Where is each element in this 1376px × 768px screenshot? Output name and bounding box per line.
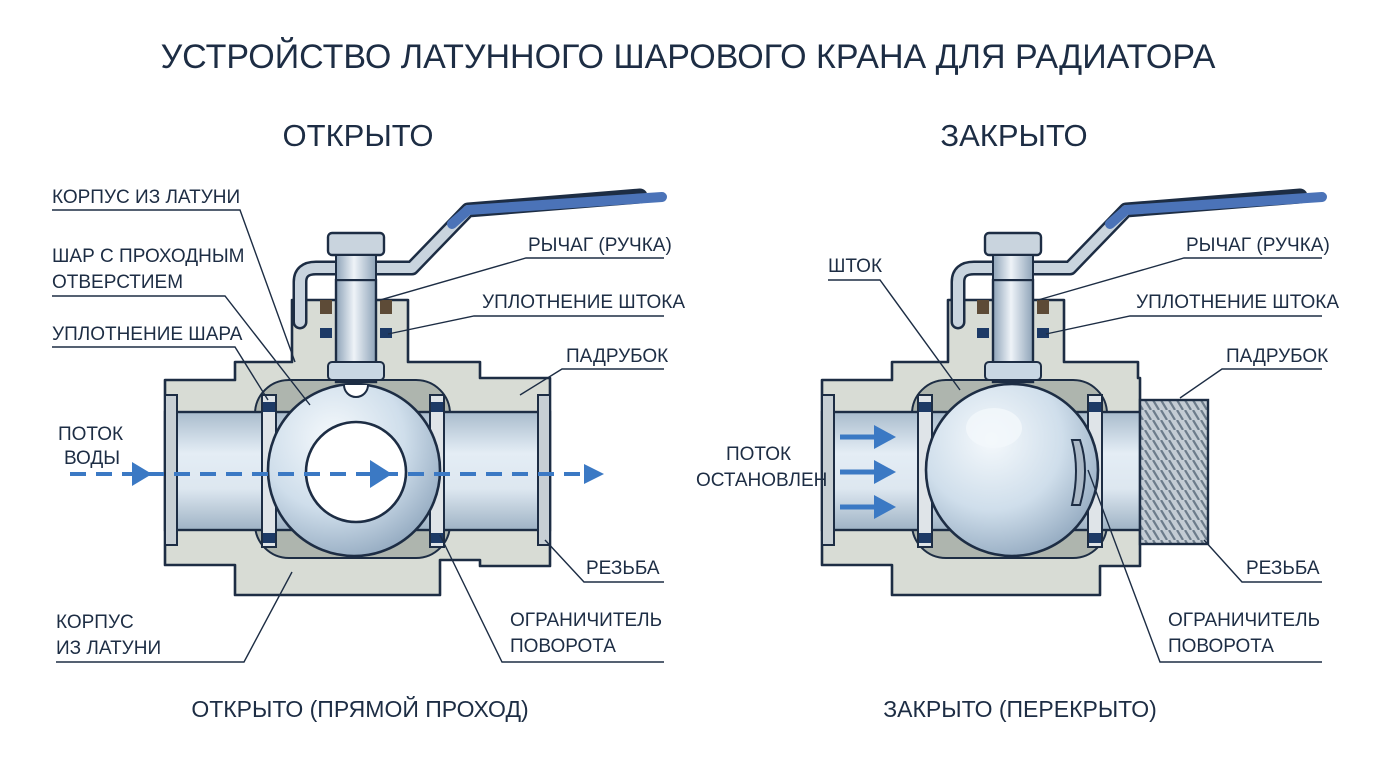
open-label-body-bottom-1: КОРПУС (56, 612, 134, 633)
closed-label-limiter-1: ОГРАНИЧИТЕЛЬ (1168, 610, 1320, 631)
open-label-flow-1: ПОТОК (58, 424, 123, 445)
closed-valve (820, 188, 1327, 597)
open-inlet-ring (164, 394, 178, 546)
closed-stem-seal-right (1037, 328, 1049, 338)
diagram-title: УСТРОЙСТВО ЛАТУННОГО ШАРОВОГО КРАНА ДЛЯ … (161, 38, 1216, 76)
closed-caption: ЗАКРЫТО (ПЕРЕКРЫТО) (883, 696, 1157, 722)
closed-label-stem: ШТОК (828, 256, 882, 277)
open-valve (70, 188, 667, 597)
open-stem-seal-left (320, 328, 332, 338)
closed-label-lever: РЫЧАГ (РУЧКА) (1186, 235, 1330, 256)
closed-stem-seal-left (977, 328, 989, 338)
closed-flow-arrows (840, 425, 896, 519)
closed-label-limiter-2: ПОВОРОТА (1168, 636, 1274, 657)
open-label-nozzle: ПАДРУБОК (566, 346, 668, 367)
closed-lever-grip (1105, 192, 1327, 229)
open-label-stem-seal: УПЛОТНЕНИЕ ШТОКА (482, 292, 685, 313)
open-heading: ОТКРЫТО (283, 118, 434, 153)
open-nut (326, 231, 386, 257)
open-stem-collar (327, 361, 385, 381)
open-labels: КОРПУС ИЗ ЛАТУНИ ШАР С ПРОХОДНЫМ ОТВЕРСТ… (52, 187, 685, 663)
open-label-ball-2: ОТВЕРСТИЕМ (52, 272, 183, 293)
closed-label-flow-1: ПОТОК (726, 444, 791, 465)
closed-label-flow-2: ОСТАНОВЛЕН (696, 470, 827, 491)
open-label-thread: РЕЗЬБА (586, 558, 660, 579)
open-label-limiter-1: ОГРАНИЧИТЕЛЬ (510, 610, 662, 631)
closed-stem-collar (984, 361, 1042, 381)
closed-labels: ШТОК ПОТОК ОСТАНОВЛЕН РЫЧАГ (РУЧКА) УПЛО… (696, 235, 1339, 663)
closed-ball-hole-side (1070, 439, 1086, 506)
open-label-body-top: КОРПУС ИЗ ЛАТУНИ (52, 187, 240, 208)
open-outlet-ring (537, 394, 551, 546)
open-label-body-bottom-2: ИЗ ЛАТУНИ (56, 638, 161, 659)
closed-label-thread: РЕЗЬБА (1246, 558, 1320, 579)
closed-thread (1138, 398, 1210, 546)
closed-ball (924, 382, 1100, 558)
open-label-lever: РЫЧАГ (РУЧКА) (528, 235, 672, 256)
closed-label-nozzle: ПАДРУБОК (1226, 346, 1328, 367)
closed-label-stem-seal: УПЛОТНЕНИЕ ШТОКА (1136, 292, 1339, 313)
open-label-limiter-2: ПОВОРОТА (510, 636, 616, 657)
closed-inlet-ring (821, 394, 835, 546)
open-lever-grip (447, 192, 667, 229)
open-caption: ОТКРЫТО (ПРЯМОЙ ПРОХОД) (191, 695, 528, 722)
closed-heading: ЗАКРЫТО (940, 118, 1087, 153)
open-label-ball-1: ШАР С ПРОХОДНЫМ (52, 246, 245, 267)
closed-nut (983, 231, 1043, 257)
open-label-flow-2: ВОДЫ (64, 448, 120, 469)
open-stem-seal-right (380, 328, 392, 338)
open-label-ball-seal: УПЛОТНЕНИЕ ШАРА (52, 324, 243, 345)
